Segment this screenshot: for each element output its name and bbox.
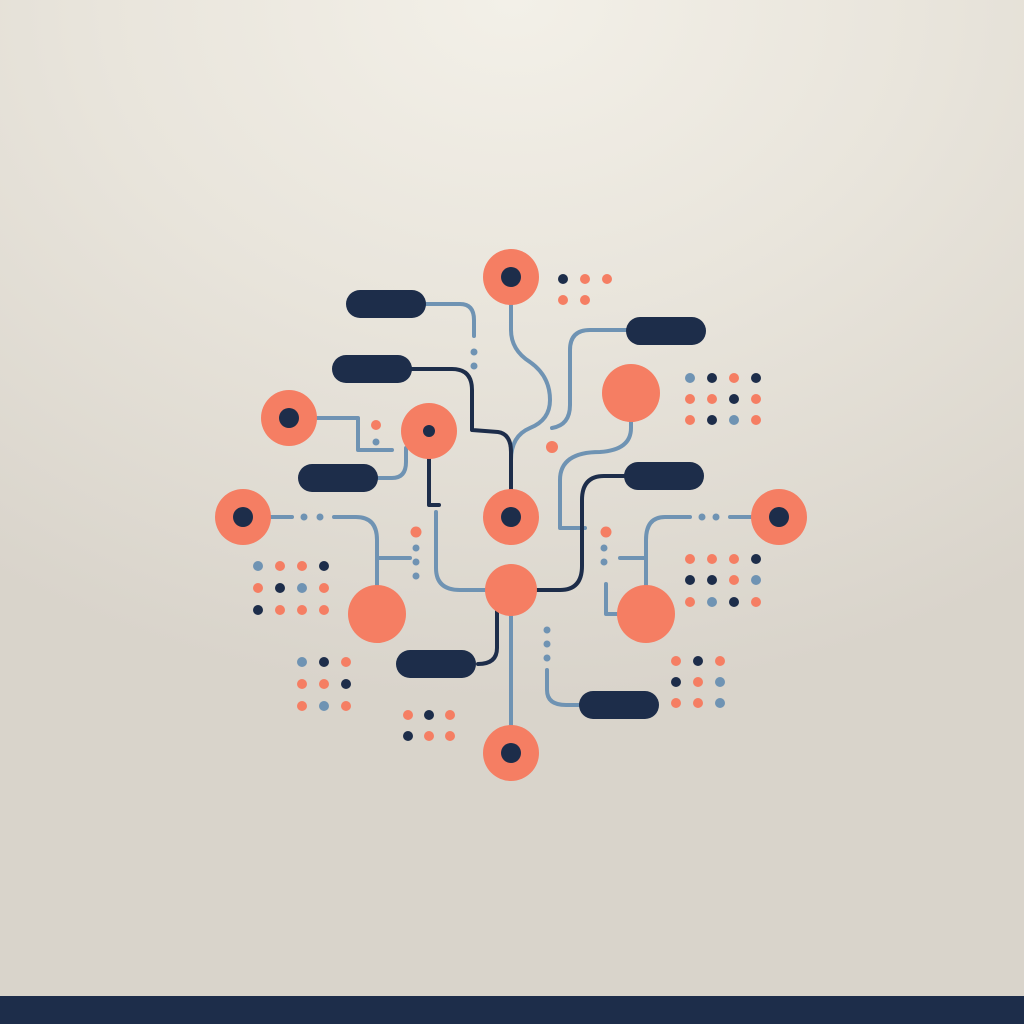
dot-cluster xyxy=(403,710,455,741)
line-dot xyxy=(470,362,478,370)
line-dot xyxy=(470,348,478,356)
line-dot xyxy=(698,513,706,521)
line-dot xyxy=(600,526,612,538)
pill-shape xyxy=(396,650,476,678)
network-illustration xyxy=(215,249,807,781)
connector-line xyxy=(545,668,586,707)
hub-nodes xyxy=(215,249,807,781)
line-dot xyxy=(712,513,720,521)
hub-node-right-upper xyxy=(602,364,660,422)
hub-node-top xyxy=(483,249,539,305)
hub-node-lower-left xyxy=(348,585,406,643)
pill-shape xyxy=(332,355,412,383)
pill-shape xyxy=(298,464,378,492)
line-dot xyxy=(412,544,420,552)
line-dot xyxy=(543,654,551,662)
connector-line xyxy=(434,510,513,592)
dot-cluster xyxy=(253,561,329,615)
line-dot xyxy=(546,441,558,453)
line-dot xyxy=(600,544,608,552)
line-dot xyxy=(600,558,608,566)
connector-line xyxy=(509,276,552,519)
hub-node-far-right xyxy=(751,489,807,545)
pill-shape xyxy=(346,290,426,318)
connector-line xyxy=(287,416,394,452)
dot-clusters xyxy=(253,274,761,741)
line-dot xyxy=(372,438,380,446)
connector-line xyxy=(424,302,476,338)
dot-cluster xyxy=(685,554,761,607)
hub-node-bottom xyxy=(483,725,539,781)
line-dot xyxy=(412,558,420,566)
pill-shape xyxy=(579,691,659,719)
dot-cluster xyxy=(297,657,351,711)
connector-line xyxy=(402,367,513,519)
footer-bar xyxy=(0,996,1024,1024)
line-dot xyxy=(300,513,308,521)
line-dot xyxy=(410,526,422,538)
dot-cluster xyxy=(671,656,725,708)
line-dot xyxy=(543,640,551,648)
line-dot xyxy=(412,572,420,580)
connector-line xyxy=(550,328,630,430)
line-dot xyxy=(543,626,551,634)
connector-line xyxy=(332,515,379,608)
hub-node-left xyxy=(261,390,317,446)
hub-node-lower-right xyxy=(617,585,675,643)
pill-shape xyxy=(624,462,704,490)
dot-cluster xyxy=(558,274,612,305)
line-dot xyxy=(371,420,381,430)
pill-shape xyxy=(626,317,706,345)
connector-dots xyxy=(300,348,720,662)
connector-line xyxy=(558,404,633,530)
hub-node-far-left xyxy=(215,489,271,545)
connector-line xyxy=(533,474,630,592)
dot-cluster xyxy=(685,373,761,425)
connector-line xyxy=(376,446,408,480)
hub-node-mid xyxy=(485,564,537,616)
connector-line xyxy=(476,600,499,666)
pills xyxy=(298,290,706,719)
line-dot xyxy=(316,513,324,521)
hub-node-center-left xyxy=(401,403,457,459)
hub-node-center xyxy=(483,489,539,545)
